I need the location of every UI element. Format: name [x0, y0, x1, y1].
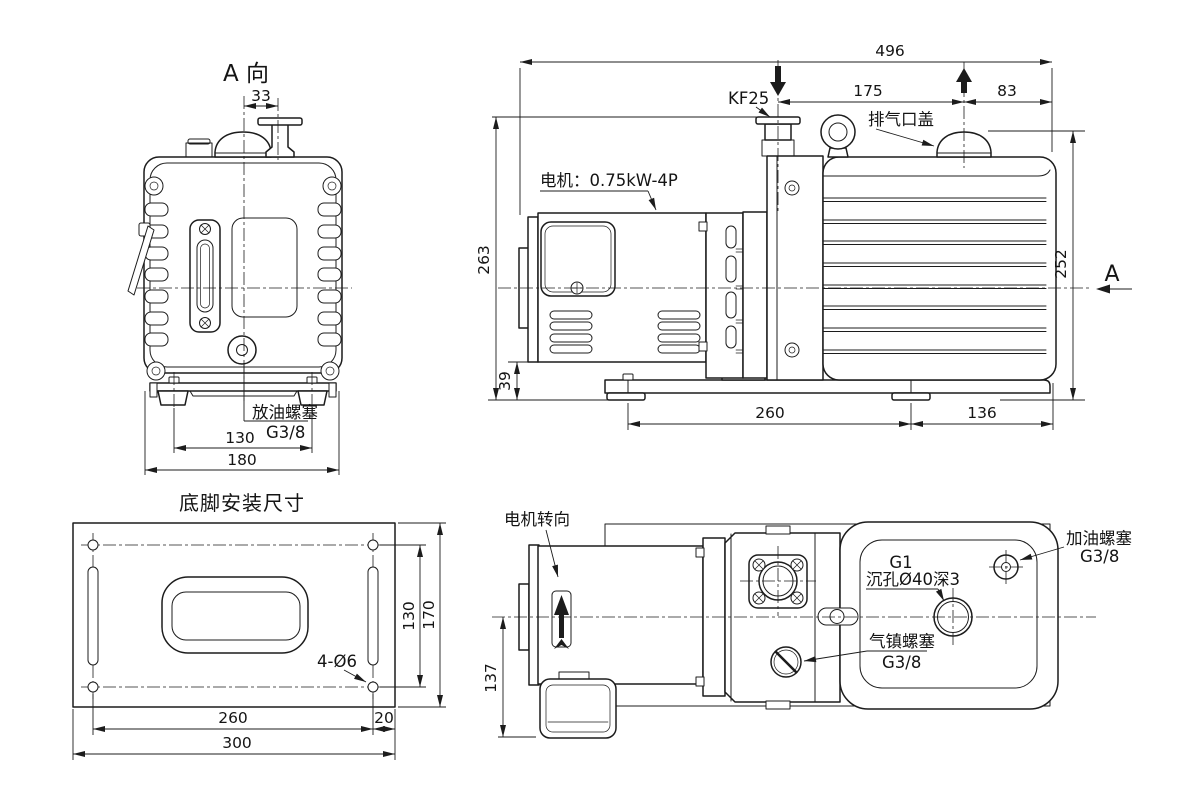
fill-plug-thread-label: G3/8	[1080, 547, 1119, 566]
top-view: 电机转向 137 G1 沉孔Ø40深3 加油螺塞 G3/8 气镇螺塞 G3/8	[482, 510, 1132, 739]
dim-252: 252	[988, 130, 1085, 401]
dim-263: 263	[475, 116, 757, 401]
kf25-label: KF25	[728, 89, 769, 108]
dim-263-text: 263	[475, 245, 493, 275]
drain-plug-callout: 放油螺塞 G3/8	[243, 364, 318, 442]
base-center-cutout	[161, 576, 309, 654]
ballast-thread-label: G3/8	[882, 653, 921, 672]
dim-137-text: 137	[482, 663, 500, 693]
terminal-box-top	[539, 671, 617, 739]
view-a-label: A	[1104, 262, 1119, 287]
front-view: A 向 33 放油螺塞 G3/8 130 180	[127, 61, 352, 475]
nameplate	[231, 217, 298, 318]
gas-ballast-lever	[127, 222, 155, 296]
dim-175-text: 175	[853, 82, 883, 100]
exhaust-cover-callout: 排气口盖	[868, 110, 935, 147]
drain-plug-thread-label: G3/8	[266, 423, 305, 442]
dim-overall-496: 496	[519, 42, 1053, 215]
base-side-slots	[87, 566, 379, 666]
kf25-inlet-top	[740, 546, 816, 616]
dim-inlet-offset-33: 33	[244, 87, 278, 109]
dim-base-130: 130	[380, 544, 426, 688]
side-view: 496 KF25 175 83 排气口盖 电机：0.75kW-4P 263 39…	[475, 42, 1132, 430]
gas-ballast-plug-top	[770, 646, 802, 678]
fill-plug-label: 加油螺塞	[1066, 529, 1132, 548]
dim-83: 83	[964, 82, 1052, 105]
kf25-callout: KF25	[728, 89, 771, 118]
motor-vents-side	[549, 310, 701, 354]
dim-base-20: 20	[373, 709, 396, 735]
adapter-section-side	[742, 211, 768, 379]
dim-260-side-text: 260	[755, 404, 785, 422]
dim-136-text: 136	[967, 404, 997, 422]
exhaust-cover-label: 排气口盖	[868, 110, 934, 129]
mounting-holes	[87, 539, 379, 693]
corner-screws-front	[144, 176, 342, 381]
cooling-fins-front	[144, 202, 342, 347]
exhaust-dome-front	[214, 131, 272, 158]
pump-module-side	[766, 155, 824, 381]
rotation-direction-arrow	[551, 590, 572, 649]
base-view-title: 底脚安装尺寸	[179, 491, 305, 515]
dim-base-130-text: 130	[400, 601, 418, 631]
fill-plug-callout: 加油螺塞 G3/8	[1019, 529, 1132, 566]
front-view-title: A 向	[223, 61, 269, 87]
dim-base-300-text: 300	[222, 734, 252, 752]
coupling-housing-side	[698, 212, 768, 379]
dim-foot-bolt-span-130: 130	[173, 408, 313, 453]
ballast-callout: 气镇螺塞 G3/8	[803, 632, 935, 672]
oil-sight-glass	[189, 219, 221, 333]
gas-ballast-knob-front	[185, 138, 213, 158]
dim-252-text: 252	[1052, 249, 1070, 279]
motor-callout: 电机：0.75kW-4P	[540, 171, 678, 211]
dim-39: 39	[496, 361, 540, 400]
base-bracket-front	[149, 376, 337, 406]
kf25-inlet-front	[257, 117, 303, 158]
dim-175: 175	[778, 82, 964, 105]
dim-260-side: 260	[627, 403, 912, 430]
dim-body-width-180: 180	[144, 391, 340, 475]
dim-base-170-text: 170	[420, 600, 438, 630]
dim-180-text: 180	[227, 451, 257, 469]
ballast-label: 气镇螺塞	[869, 632, 935, 651]
lifting-eye-bolt-top	[817, 607, 859, 626]
rotation-callout: 电机转向	[504, 510, 570, 578]
dim-base-20-text: 20	[374, 709, 394, 727]
dim-base-260: 260	[92, 694, 374, 735]
oil-drain-plug	[227, 335, 257, 365]
g1-callout: G1 沉孔Ø40深3	[866, 553, 960, 602]
dim-base-170: 170	[398, 522, 446, 708]
rotation-label: 电机转向	[504, 510, 570, 529]
motor-top	[518, 544, 704, 686]
oil-fill-plug-top	[989, 550, 1023, 584]
oil-tank-side	[822, 156, 1057, 381]
inlet-flow-arrow	[770, 66, 786, 96]
exhaust-flow-arrow	[956, 68, 972, 93]
base-side	[604, 373, 1051, 401]
dim-496-text: 496	[875, 42, 905, 60]
dim-136: 136	[911, 383, 1054, 430]
dim-33-text: 33	[251, 87, 271, 105]
dim-base-260-text: 260	[218, 709, 248, 727]
motor-side	[518, 212, 707, 363]
base-mounting-view: 底脚安装尺寸 4-Ø6 130 170 260 20	[72, 491, 446, 760]
dim-83-text: 83	[997, 82, 1017, 100]
holes-label: 4-Ø6	[317, 652, 357, 671]
dim-base-300: 300	[72, 709, 396, 760]
lifting-eye-bolt-side	[820, 114, 856, 158]
drain-plug-label: 放油螺塞	[252, 403, 318, 422]
view-a-marker: A	[1096, 262, 1132, 294]
dim-137: 137	[482, 617, 536, 738]
motor-spec-label: 电机：0.75kW-4P	[540, 171, 678, 190]
dim-39-text: 39	[496, 371, 514, 391]
junction-box-side	[540, 221, 616, 297]
counterbore-label: 沉孔Ø40深3	[866, 570, 960, 589]
holes-callout: 4-Ø6	[317, 652, 367, 683]
g1-label: G1	[889, 553, 912, 572]
dim-130-text: 130	[225, 429, 255, 447]
tank-fins-side	[822, 197, 1047, 354]
